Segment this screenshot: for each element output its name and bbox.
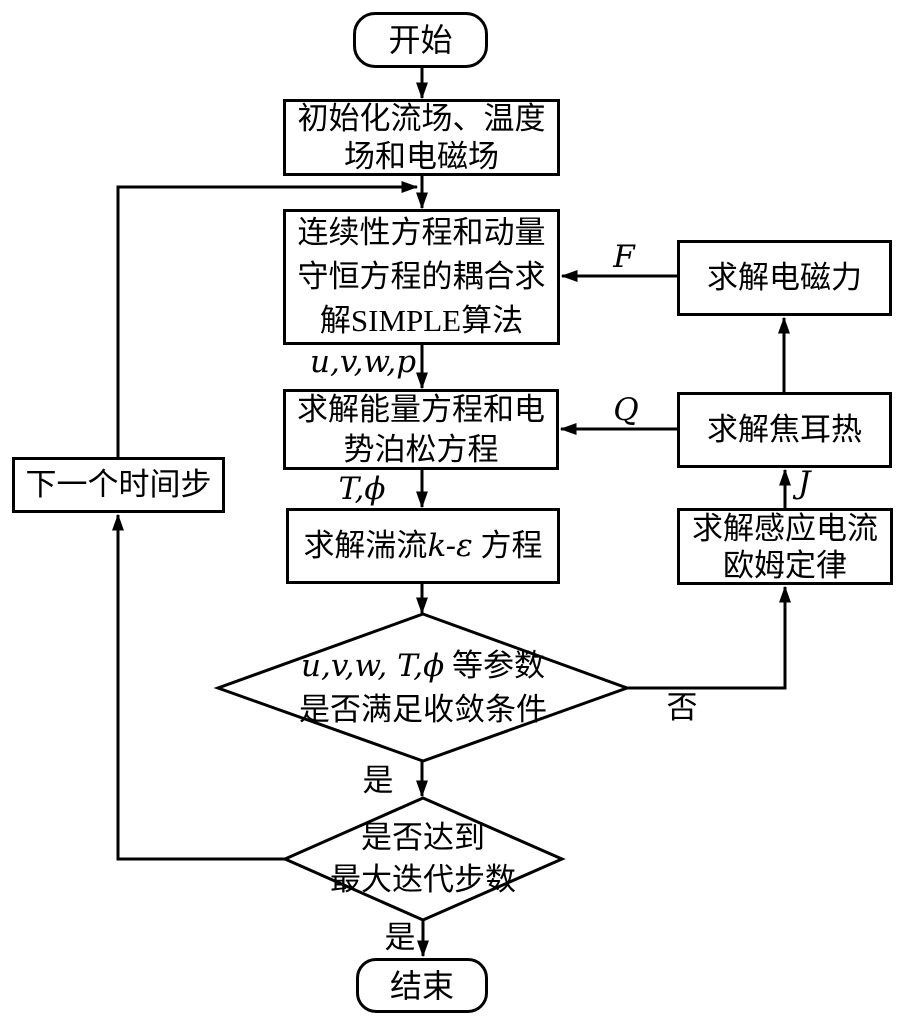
force-edge-label: F — [613, 239, 635, 275]
joule-heat-label: 求解焦耳热 — [707, 412, 862, 447]
simple-line-1: 连续性方程和动量 — [297, 215, 546, 250]
init-line-1: 初始化流场、温度 — [297, 100, 546, 136]
ohm-line-2: 欧姆定律 — [723, 547, 847, 583]
tphi-edge-label: T,ϕ — [338, 471, 386, 507]
init-line-2: 场和电磁场 — [344, 138, 499, 174]
edge-no-convergence-to-ohm — [627, 585, 791, 690]
yes-convergence-label: 是 — [362, 763, 394, 798]
energy-line-2: 势泊松方程 — [343, 431, 499, 467]
uvwp-edge-label: u,v,w,p — [310, 344, 417, 380]
current-edge-label: J — [798, 465, 811, 501]
maxiter-line-2: 最大迭代步数 — [330, 862, 516, 897]
heat-edge-label: Q — [613, 392, 639, 428]
yes-maxiter-label: 是 — [384, 920, 416, 955]
maxiter-diamond-shape — [281, 796, 566, 922]
em-force-node: 求解电磁力 — [677, 240, 892, 316]
convergence-line-1: u,v,w, T,ϕ 等参数 — [301, 647, 545, 684]
convergence-diamond-text: u,v,w, T,ϕ 等参数 是否满足收敛条件 — [238, 642, 608, 732]
next-timestep-label: 下一个时间步 — [25, 467, 212, 502]
joule-heat-node: 求解焦耳热 — [677, 392, 892, 468]
turbulence-label: 求解湍流k-ε 方程 — [303, 528, 543, 564]
edge-nextstep-to-junction — [116, 181, 419, 457]
init-fields-node: 初始化流场、温度 场和电磁场 — [283, 99, 560, 176]
end-node: 结束 — [356, 958, 488, 1013]
end-label: 结束 — [389, 967, 454, 1004]
start-node: 开始 — [353, 12, 488, 68]
simple-line-2: 守恒方程的耦合求 — [297, 259, 546, 294]
em-force-label: 求解电磁力 — [707, 260, 862, 295]
simple-line-3: 解SIMPLE算法 — [319, 303, 524, 338]
start-label: 开始 — [388, 22, 453, 58]
maxiter-line-1: 是否达到 — [361, 820, 485, 855]
maxiter-diamond-text: 是否达到 最大迭代步数 — [298, 817, 548, 901]
energy-poisson-node: 求解能量方程和电 势泊松方程 — [283, 389, 559, 470]
convergence-diamond-shape — [213, 612, 632, 763]
ohm-line-1: 求解感应电流 — [692, 510, 878, 546]
edge-maxiter-to-nextstep — [112, 513, 285, 861]
next-timestep-node: 下一个时间步 — [12, 457, 225, 513]
turbulence-ke-node: 求解湍流k-ε 方程 — [286, 508, 560, 584]
energy-line-1: 求解能量方程和电 — [297, 391, 545, 427]
convergence-line-2: 是否满足收敛条件 — [299, 691, 547, 727]
ohm-law-node: 求解感应电流 欧姆定律 — [677, 508, 893, 585]
simple-algorithm-node: 连续性方程和动量 守恒方程的耦合求 解SIMPLE算法 — [283, 209, 560, 345]
no-convergence-label: 否 — [666, 690, 698, 725]
